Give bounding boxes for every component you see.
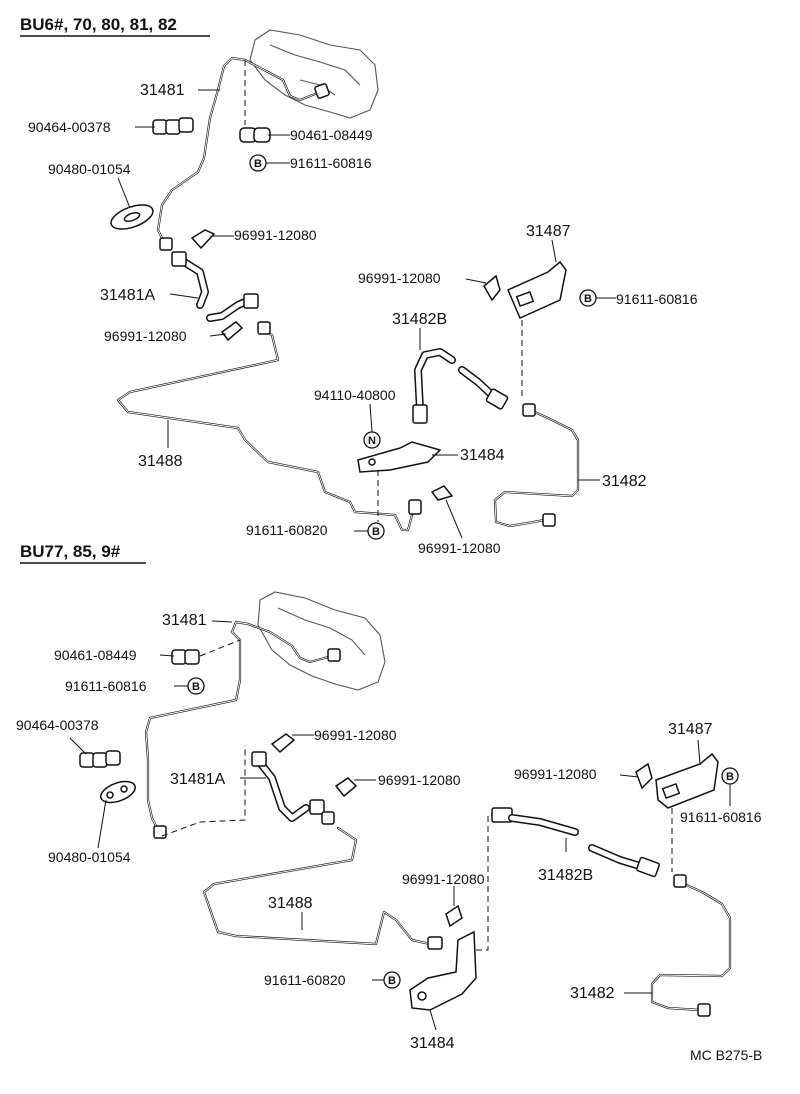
bracket-31487-top bbox=[507, 260, 567, 319]
label-31481A-bottom: 31481A bbox=[170, 771, 225, 788]
label-31481A-top: 31481A bbox=[100, 287, 155, 304]
top-diagram: 31481 90464-00378 90480-01054 90461-0844… bbox=[28, 29, 698, 556]
label-96991b-bottom: 96991-12080 bbox=[378, 772, 461, 788]
clip-96991-c-top bbox=[483, 274, 501, 302]
marker-b-bottom-a: B bbox=[192, 681, 200, 693]
bracket-31484-top bbox=[357, 441, 442, 473]
master-cylinder-outline-bottom bbox=[257, 591, 386, 691]
label-31484-top: 31484 bbox=[460, 447, 505, 464]
master-cylinder-outline-top bbox=[249, 29, 379, 119]
label-31481-top: 31481 bbox=[140, 82, 185, 99]
marker-b-bottom-c: B bbox=[388, 975, 396, 987]
label-31488-bottom: 31488 bbox=[268, 895, 313, 912]
label-90480-bottom: 90480-01054 bbox=[48, 849, 131, 865]
clamp-90464-bottom bbox=[79, 750, 121, 768]
section-header-bottom: BU77, 85, 9# bbox=[20, 542, 146, 564]
clip-96991-b-top bbox=[220, 321, 244, 342]
label-31481-bottom: 31481 bbox=[162, 612, 207, 629]
label-96991d-top: 96991-12080 bbox=[418, 540, 501, 556]
label-90464-bottom: 90464-00378 bbox=[16, 717, 99, 733]
marker-b-top-b: B bbox=[584, 293, 592, 305]
pipe-31482-bottom bbox=[650, 874, 732, 1017]
pipe-31488-bottom bbox=[202, 826, 443, 950]
label-91611b-top: 91611-60816 bbox=[616, 291, 698, 307]
section-title-bottom: BU77, 85, 9# bbox=[20, 542, 121, 561]
grommet-90480-top bbox=[110, 204, 154, 230]
label-31482B-top: 31482B bbox=[392, 311, 447, 328]
label-90461-bottom: 90461-08449 bbox=[54, 647, 137, 663]
bottom-diagram: 31481 90461-08449 91611-60816 B 90464-00… bbox=[16, 591, 762, 1052]
label-31487-top: 31487 bbox=[526, 223, 571, 240]
label-91611c-bottom: 91611-60820 bbox=[264, 972, 346, 988]
label-91611a-bottom: 91611-60816 bbox=[65, 678, 147, 694]
label-31482-bottom: 31482 bbox=[570, 985, 615, 1002]
figure-reference: MC B275-B bbox=[690, 1047, 762, 1063]
pipe-31482-top bbox=[493, 403, 580, 528]
label-96991a-top: 96991-12080 bbox=[234, 227, 317, 243]
label-96991a-bottom: 96991-12080 bbox=[314, 727, 397, 743]
clip-96991-a-top bbox=[190, 229, 216, 250]
section-title-top: BU6#, 70, 80, 81, 82 bbox=[20, 15, 177, 34]
marker-b-top-c: B bbox=[372, 526, 380, 538]
clip-96991-a-bottom bbox=[270, 733, 296, 754]
bracket-31484-bottom bbox=[409, 930, 477, 1011]
clip-96991-d-bottom bbox=[445, 904, 463, 928]
hose-31482B-top bbox=[412, 348, 509, 424]
labels-bottom: 31481 90461-08449 91611-60816 B 90464-00… bbox=[16, 612, 762, 1052]
label-96991b-top: 96991-12080 bbox=[104, 328, 187, 344]
label-91611a-top: 91611-60816 bbox=[290, 155, 372, 171]
label-31488-top: 31488 bbox=[138, 453, 183, 470]
section-header-top: BU6#, 70, 80, 81, 82 bbox=[20, 15, 210, 37]
label-96991d-bottom: 96991-12080 bbox=[402, 871, 485, 887]
clip-96991-c-bottom bbox=[635, 762, 653, 790]
clamp-90461-bottom bbox=[171, 649, 200, 665]
marker-b-bottom-b: B bbox=[726, 771, 734, 783]
marker-b-top-a: B bbox=[254, 158, 262, 170]
clip-96991-d-top bbox=[430, 485, 454, 501]
grommet-90480-bottom bbox=[100, 780, 136, 804]
label-90464-top: 90464-00378 bbox=[28, 119, 111, 135]
clip-96991-b-bottom bbox=[334, 777, 358, 798]
label-31482B-bottom: 31482B bbox=[538, 867, 593, 884]
bracket-31487-bottom bbox=[655, 752, 719, 809]
label-96991c-top: 96991-12080 bbox=[358, 270, 441, 286]
hose-31481A-bottom bbox=[251, 751, 335, 825]
pipe-31481-top bbox=[156, 56, 330, 251]
pipe-31488-top bbox=[116, 321, 422, 532]
label-31487-bottom: 31487 bbox=[668, 721, 713, 738]
label-91611b-bottom: 91611-60816 bbox=[680, 809, 762, 825]
label-91611c-top: 91611-60820 bbox=[246, 522, 328, 538]
hose-31482B-bottom bbox=[491, 807, 660, 878]
label-90480-top: 90480-01054 bbox=[48, 161, 131, 177]
clamp-90464-top bbox=[152, 117, 194, 135]
hose-31481A-top bbox=[171, 251, 259, 322]
label-90461-top: 90461-08449 bbox=[290, 127, 373, 143]
label-31484-bottom: 31484 bbox=[410, 1035, 455, 1052]
clamp-90461-top bbox=[239, 127, 271, 143]
labels-top: 31481 90464-00378 90480-01054 90461-0844… bbox=[28, 82, 698, 556]
marker-n-top: N bbox=[368, 435, 376, 447]
label-31482-top: 31482 bbox=[602, 473, 647, 490]
label-94110-top: 94110-40800 bbox=[314, 387, 396, 403]
label-96991c-bottom: 96991-12080 bbox=[514, 766, 597, 782]
